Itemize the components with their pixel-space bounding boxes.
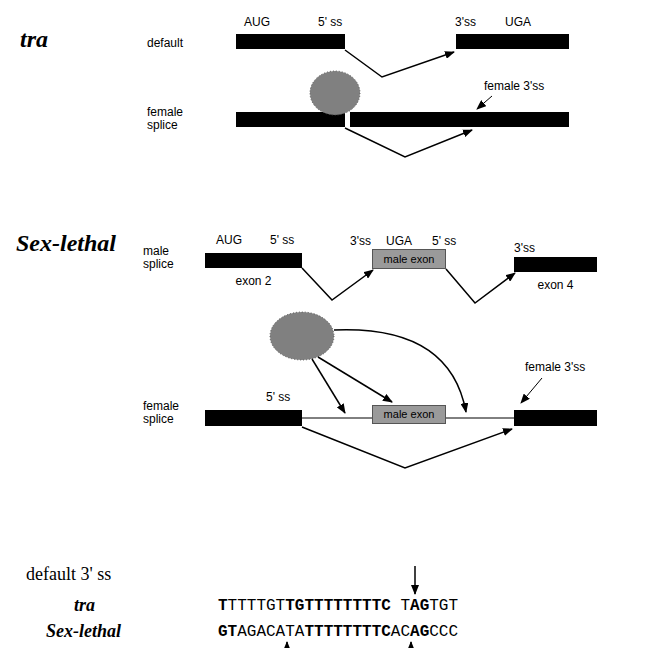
exon-name: male exon <box>384 254 435 265</box>
male-exon-box: male exon <box>372 249 446 269</box>
sequence-segment: TGTTTTTTTTC <box>285 597 391 615</box>
figure-label: 3'ss <box>514 242 535 255</box>
figure-label: UGA <box>505 16 531 29</box>
exon-box <box>514 410 597 426</box>
sequence-segment: AG <box>410 597 429 615</box>
exon-box <box>205 410 302 426</box>
figure-label: tra <box>74 596 95 616</box>
splicing-factor <box>270 312 334 360</box>
splice-line <box>302 427 512 468</box>
figure-label: female 3'ss <box>525 361 585 374</box>
splice-line <box>345 128 472 157</box>
figure-label: Sex-lethal <box>46 622 121 642</box>
figure-label: default 3' ss <box>26 565 111 585</box>
exon-label: exon 2 <box>235 275 271 287</box>
figure-label: AUG <box>244 16 270 29</box>
site-arrow <box>414 566 416 594</box>
leader-arrow <box>477 96 492 109</box>
site-arrow <box>410 642 412 647</box>
figure-label: tra <box>20 26 48 52</box>
sequence-segment: CCC <box>429 623 458 641</box>
sequence-segment: AC <box>391 623 410 641</box>
splice-line <box>345 50 454 77</box>
binding-arrow <box>318 357 392 402</box>
exon-box: exon 2 <box>205 253 302 268</box>
exon-box <box>350 112 569 127</box>
sequence-segment: T <box>400 597 410 615</box>
sequence-segment: TTTTGT <box>228 597 286 615</box>
figure-label: UGA <box>386 235 412 248</box>
sequence-row: GTAGACATATTTTTTTTCACAGCCC <box>218 622 458 642</box>
site-arrow <box>286 642 288 647</box>
sequence-segment: T <box>218 597 228 615</box>
figure-label: default <box>147 37 183 50</box>
binding-arrow <box>334 330 466 412</box>
figure-label: male splice <box>143 245 181 271</box>
figure-label: Sex-lethal <box>16 230 116 256</box>
figure-label: female 3'ss <box>484 80 544 93</box>
figure-label: AUG <box>216 234 242 247</box>
figure-label: 5' ss <box>266 391 290 404</box>
figure-label: 5' ss <box>270 234 294 247</box>
figure-label: 5' ss <box>318 16 342 29</box>
sequence-segment: AGACATA <box>237 623 304 641</box>
splicing-factor <box>310 71 360 115</box>
figure-label: 5' ss <box>432 235 456 248</box>
figure-label: 3'ss <box>455 16 476 29</box>
sequence-segment: AG <box>410 623 429 641</box>
exon-box: exon 4 <box>514 257 597 272</box>
intron-line <box>446 418 514 419</box>
intron-line <box>302 418 372 419</box>
sequence-segment: TTTTTTTTC <box>304 623 390 641</box>
sequence-row: TTTTTGTTGTTTTTTTTCTAGTGT <box>218 596 458 616</box>
exon-box <box>456 34 569 49</box>
splice-line <box>302 268 373 300</box>
exon-label: exon 4 <box>537 279 573 291</box>
figure-label: female splice <box>143 400 185 426</box>
leader-arrow <box>521 378 542 403</box>
exon-box <box>236 34 345 49</box>
figure-label: female splice <box>147 106 189 132</box>
figure-label: 3'ss <box>350 235 371 248</box>
exon-name: male exon <box>384 409 435 420</box>
male-exon-box: male exon <box>372 405 446 424</box>
binding-arrow <box>312 359 345 413</box>
sequence-segment: TGT <box>429 597 458 615</box>
splice-line <box>446 269 515 303</box>
sequence-segment: GT <box>218 623 237 641</box>
